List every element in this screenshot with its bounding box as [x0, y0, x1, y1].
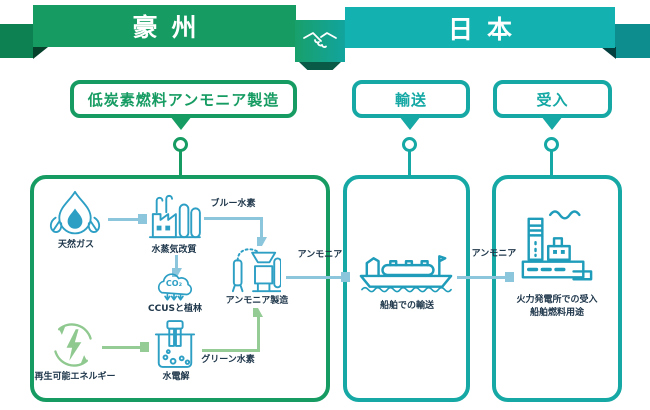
arrowhead-ammonia-to-ship: [341, 272, 350, 282]
arrowhead-gas-to-reforming: [138, 214, 147, 224]
water-electrolyzer-icon: [154, 320, 196, 368]
green-hydrogen-line-v: [257, 317, 260, 352]
arrow-ammonia-to-ship: [286, 276, 341, 279]
production-stage-box: 低炭素燃料アンモニア製造: [70, 80, 297, 118]
natural-gas-flame-icon: [49, 190, 101, 235]
arrowhead-ship-to-plant: [505, 272, 514, 282]
handshake-badge: [295, 20, 345, 62]
arrowhead-reforming-to-ccus: [172, 268, 182, 277]
renewable-energy-icon: [54, 323, 92, 367]
production-connector-line: [179, 151, 182, 177]
renewable-energy-label: 再生可能エネルギー: [34, 372, 116, 382]
green-hydrogen-label: グリーン水素: [201, 355, 255, 365]
ammonia-plant-icon: [231, 248, 281, 293]
co2-ccus-cloud-icon: CO₂: [157, 273, 193, 301]
receiving-pointer: [541, 116, 563, 130]
ammonia-flow-label-1: アンモニア: [297, 250, 343, 260]
arrow-renewable-to-electrolysis: [102, 346, 140, 349]
arrow-ship-to-plant: [457, 276, 505, 279]
steam-reforming-plant-icon: [149, 194, 201, 239]
arrow-reforming-to-ccus: [175, 255, 178, 268]
cargo-ship-icon: [359, 255, 453, 293]
water-electrolysis-label: 水電解: [162, 372, 190, 382]
transport-pointer: [399, 116, 421, 130]
blue-hydrogen-line-h: [204, 217, 263, 220]
transport-stage-label: 輸送: [394, 90, 427, 109]
receiving-connector-line: [550, 151, 553, 177]
australia-ribbon-fold-shadow: [33, 47, 48, 59]
australia-ribbon: 豪州: [33, 5, 296, 47]
arrow-gas-to-reforming: [108, 218, 138, 221]
ammonia-production-label: アンモニア製造: [225, 296, 289, 306]
blue-hydrogen-line-v: [260, 217, 263, 237]
japan-ribbon: 日本: [345, 7, 615, 48]
handshake-badge-fold: [299, 62, 341, 70]
steam-reforming-label: 水蒸気改質: [151, 245, 197, 255]
power-plant-label-line2: 船舶燃料用途: [529, 308, 584, 318]
handshake-icon: [303, 32, 337, 48]
production-stage-label: 低炭素燃料アンモニア製造: [87, 90, 280, 109]
transport-stage-box: 輸送: [352, 80, 470, 118]
japan-title: 日本: [447, 14, 526, 44]
transport-connector-dot: [402, 137, 417, 152]
ccus-label: CCUSと植林: [147, 304, 202, 314]
transport-connector-line: [408, 151, 411, 177]
blue-hydrogen-label: ブルー水素: [210, 199, 256, 209]
thermal-power-plant-icon: [521, 210, 593, 281]
power-plant-label-line1: 火力発電所での受入: [516, 295, 598, 305]
arrowhead-green-hydrogen: [253, 308, 263, 317]
japan-ribbon-fold-shadow: [601, 47, 616, 59]
green-hydrogen-line-h: [202, 349, 260, 352]
co2-text: CO₂: [166, 279, 183, 288]
receiving-stage-box: 受入: [493, 80, 612, 118]
ship-transport-label: 船舶での輸送: [379, 301, 434, 311]
ammonia-flow-label-2: アンモニア: [471, 249, 517, 259]
receiving-connector-dot: [544, 137, 559, 152]
japan-ribbon-fold: [615, 24, 650, 58]
receiving-stage-label: 受入: [536, 90, 569, 109]
natural-gas-label: 天然ガス: [57, 240, 94, 250]
australia-ribbon-fold: [0, 24, 34, 58]
arrowhead-blue-hydrogen: [257, 237, 267, 246]
production-pointer: [170, 116, 192, 130]
production-connector-dot: [173, 137, 188, 152]
australia-title: 豪州: [132, 13, 211, 42]
arrowhead-renewable-to-electrolysis: [140, 342, 149, 352]
